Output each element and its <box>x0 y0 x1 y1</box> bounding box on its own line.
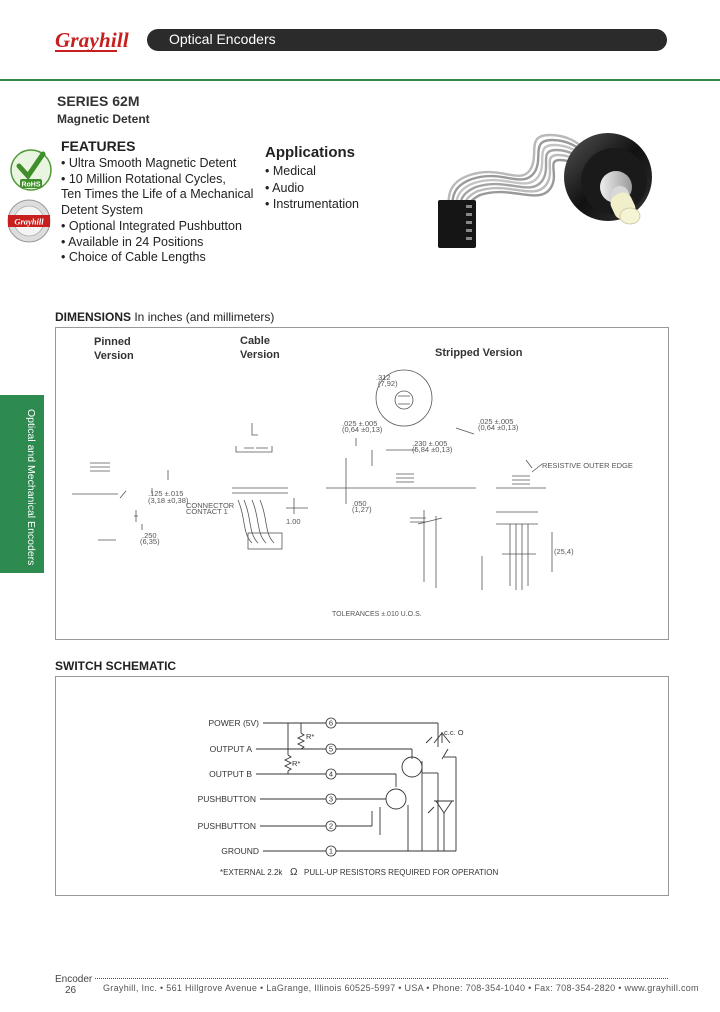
pin-label-pushbutton-2: PUSHBUTTON <box>198 821 256 831</box>
dim-label: .312 <box>376 373 391 382</box>
svg-text:Grayhill: Grayhill <box>14 217 44 227</box>
product-photo <box>430 115 670 270</box>
feature-item: Detent System <box>61 203 143 218</box>
dim-label: RESISTIVE OUTER EDGE <box>542 461 633 470</box>
pin-label-output-b: OUTPUT B <box>209 769 252 779</box>
feature-item: • Ultra Smooth Magnetic Detent <box>61 156 237 170</box>
grayhill-seal-icon: Grayhill <box>7 199 51 243</box>
dim-label: .125 ±.015 <box>148 489 183 498</box>
switch-schematic-diagram: POWER (5V) OUTPUT A OUTPUT B PUSHBUTTON … <box>198 717 498 878</box>
side-tab: Optical and Mechanical Encoders <box>0 395 44 573</box>
dimension-drawings: .125 ±.015 (3,18 ±0,38) .250 (6,35) CONN… <box>72 369 633 618</box>
schematic-footnote-right: PULL-UP RESISTORS REQUIRED FOR OPERATION <box>304 868 498 877</box>
series-title: SERIES 62M <box>57 93 140 109</box>
dimensions-heading-unit: In inches (and millimeters) <box>131 310 275 324</box>
cable-label-line: Cable <box>240 335 270 347</box>
application-item: • Instrumentation <box>265 197 360 211</box>
pin-number: 2 <box>329 822 333 831</box>
stripped-version-label: Stripped Version <box>435 347 523 359</box>
features-heading: FEATURES <box>61 138 136 154</box>
feature-item: • Available in 24 Positions <box>61 234 204 249</box>
pin-label-ground: GROUND <box>221 846 259 856</box>
dim-label: .025 ±.005 <box>478 417 513 426</box>
pin-label-power: POWER (5V) <box>208 718 259 728</box>
application-item: • Audio <box>265 180 305 195</box>
pin-label-pushbutton-1: PUSHBUTTON <box>198 794 256 804</box>
dim-label: (0,64 ±0,13) <box>342 425 383 434</box>
rohs-check-icon: RoHS <box>10 149 52 191</box>
rohs-label: RoHS <box>21 182 40 189</box>
features-list: • Ultra Smooth Magnetic Detent • 10 Mill… <box>61 156 253 266</box>
dim-label: (3,18 ±0,38) <box>148 496 189 505</box>
rohs-badge: RoHS <box>8 148 54 197</box>
schematic-footnote-left: *EXTERNAL 2.2k <box>220 868 283 877</box>
side-tab-label: Optical and Mechanical Encoders <box>25 409 37 566</box>
page-number: 26 <box>65 985 77 996</box>
pinned-version-label: Pinned Version <box>94 335 134 363</box>
dim-label: CONNECTOR <box>186 501 235 510</box>
feature-item: • 10 Million Rotational Cycles, <box>61 171 226 186</box>
pin-number: 3 <box>329 795 333 804</box>
resistor-label: R* <box>292 759 300 768</box>
feature-item: Ten Times the Life of a Mechanical <box>61 187 254 202</box>
tolerances-note: TOLERANCES ±.010 U.O.S. <box>332 611 422 618</box>
applications-list: • Medical • Audio • Instrumentation <box>265 163 359 213</box>
dim-label: .050 <box>352 499 367 508</box>
footer-divider <box>95 978 668 979</box>
series-subtitle: Magnetic Detent <box>57 112 150 126</box>
pin-number: 4 <box>329 770 333 779</box>
dim-label: (5,84 ±0,13) <box>412 445 453 454</box>
dimensions-drawing-box: Pinned Version Cable Version Stripped Ve… <box>55 327 669 640</box>
feature-item: • Choice of Cable Lengths <box>61 250 206 265</box>
dim-label: .025 ±.005 <box>342 419 377 428</box>
dim-label: CONTACT 1 <box>186 507 228 516</box>
dim-label: .230 ±.005 <box>412 439 447 448</box>
grayhill-logo: Grayhill <box>55 28 129 52</box>
dim-label: (25,4) <box>554 547 574 556</box>
pin-number: 1 <box>329 847 333 856</box>
ohm-symbol: Ω <box>290 867 298 878</box>
pin-label-output-a: OUTPUT A <box>210 744 253 754</box>
footer-page-info: Encoder 26 <box>55 974 92 996</box>
section-header-bar: Optical Encoders <box>147 29 667 51</box>
schematic-heading: SWITCH SCHEMATIC <box>55 659 177 673</box>
pinned-label-line: Version <box>94 350 134 362</box>
quality-seal: Grayhill <box>4 197 54 250</box>
dim-label: (0,64 ±0,13) <box>478 423 519 432</box>
pin-number: 6 <box>329 719 333 728</box>
pinned-label-line: Pinned <box>94 336 131 348</box>
header-divider <box>0 79 720 81</box>
encoder-with-cable-image <box>438 133 652 248</box>
dim-label: (1,27) <box>352 505 372 514</box>
dim-label: .250 <box>142 531 157 540</box>
resistor-label: R* <box>306 732 314 741</box>
footer-label: Encoder <box>55 974 93 985</box>
applications-heading: Applications <box>265 144 356 161</box>
dim-label: (7,92) <box>378 379 398 388</box>
dimensions-heading-bold: DIMENSIONS <box>55 310 132 324</box>
feature-item: • Optional Integrated Pushbutton <box>61 218 242 233</box>
application-item: • Medical <box>265 164 316 178</box>
pin-number: 5 <box>329 745 333 754</box>
section-title: Optical Encoders <box>169 31 276 47</box>
dimensions-heading: DIMENSIONS In inches (and millimeters) <box>55 310 274 324</box>
footer-address: Grayhill, Inc. • 561 Hillgrove Avenue • … <box>103 983 699 993</box>
dim-label: 1.00 <box>286 517 301 526</box>
dim-label: (6,35) <box>140 537 160 546</box>
cable-version-label: Cable Version <box>240 334 280 362</box>
cable-label-line: Version <box>240 349 280 361</box>
logo-underline <box>55 50 117 52</box>
schematic-box: POWER (5V) OUTPUT A OUTPUT B PUSHBUTTON … <box>55 676 669 896</box>
node-label: c.c. O <box>444 728 464 737</box>
